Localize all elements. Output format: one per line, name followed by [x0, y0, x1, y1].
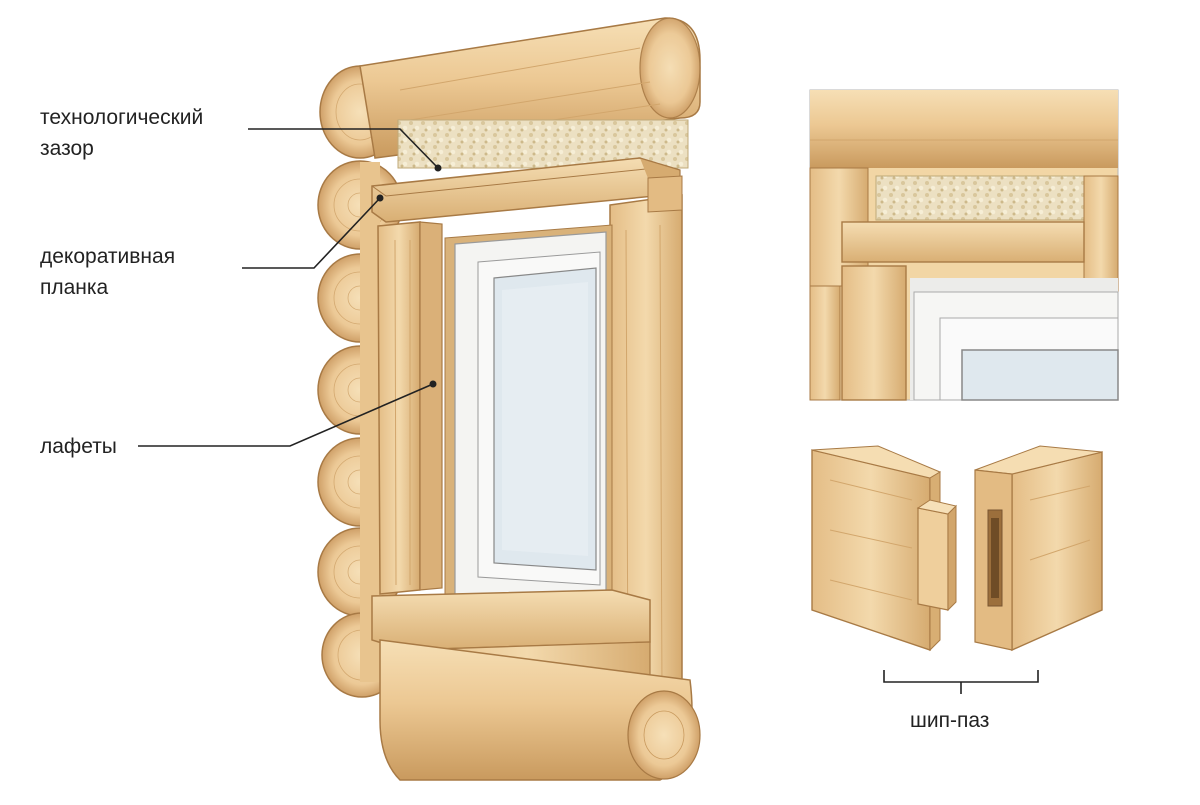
window-corner-detail-icon — [809, 89, 1119, 401]
bottom-log — [379, 639, 701, 781]
leader-plank — [242, 197, 381, 269]
label-lafety: лафеты — [40, 435, 117, 458]
left-lafet — [377, 221, 443, 595]
right-lafet — [609, 175, 683, 706]
tenon-groove-joint-icon — [811, 445, 1103, 652]
label-plank-line1: декоративная — [40, 245, 176, 268]
leader-lafety — [138, 383, 434, 447]
leader-tech-gap — [248, 128, 439, 169]
leader-lines — [138, 128, 442, 447]
wall-logs — [360, 162, 380, 682]
label-tech-gap-line2: зазор — [40, 137, 94, 160]
window-unit — [444, 224, 613, 611]
label-tenon-groove: шип-паз — [910, 709, 990, 732]
joint-bracket — [883, 670, 1039, 694]
label-plank-line2: планка — [40, 276, 109, 299]
log-wall-window-icon — [317, 17, 701, 781]
label-tech-gap-line1: технологический — [40, 106, 204, 129]
